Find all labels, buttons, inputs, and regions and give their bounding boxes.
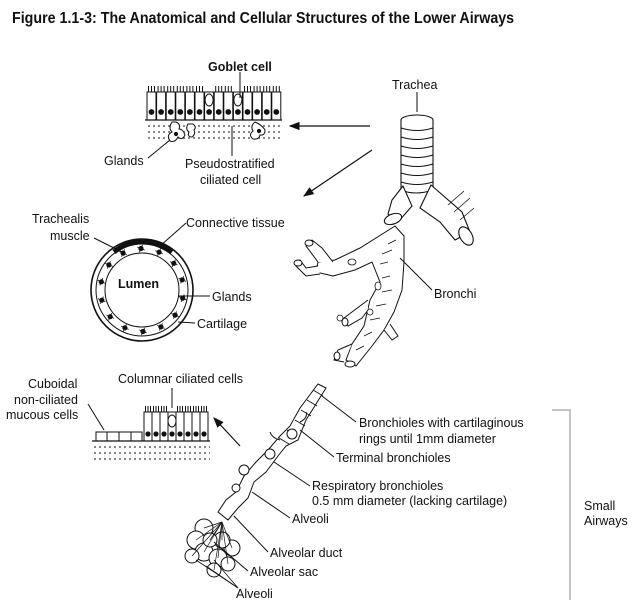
label-alveoli-bottom: Alveoli	[236, 587, 273, 601]
glands-pointer-top	[147, 139, 171, 159]
label-pseudostratified-2: ciliated cell	[200, 173, 261, 187]
label-goblet-cell: Goblet cell	[208, 60, 272, 74]
pseudostratified-epithelium-illustration	[145, 86, 282, 142]
trachea-illustration	[383, 114, 475, 246]
cuboidal-pointer	[87, 403, 105, 431]
bronchiole-tree-illustration	[184, 383, 327, 578]
bronchi-pointer	[399, 257, 433, 291]
label-respiratory-bronchioles-1: Respiratory bronchioles	[312, 479, 443, 493]
arrow-to-cross-section	[303, 149, 373, 197]
alveolar-sac-cluster	[184, 518, 241, 578]
label-connective-tissue: Connective tissue	[186, 216, 285, 230]
label-lumen: Lumen	[118, 277, 159, 291]
alveolar-sac-pointer	[213, 541, 249, 572]
alveoli-mid-pointer	[251, 491, 291, 519]
small-airway-epithelium-illustration	[92, 406, 210, 460]
figure-title: Figure 1.1-3: The Anatomical and Cellula…	[12, 10, 515, 27]
label-respiratory-bronchioles-2: 0.5 mm diameter (lacking cartilage)	[312, 494, 507, 508]
label-bronchi: Bronchi	[434, 287, 476, 301]
label-trachealis-1: Trachealis	[32, 212, 89, 226]
label-bronchioles-1: Bronchioles with cartilaginous	[359, 416, 524, 430]
label-small-airways-2: Airways	[584, 514, 628, 528]
label-bronchioles-2: rings until 1mm diameter	[359, 432, 496, 446]
terminal-pointer	[299, 429, 335, 458]
cartilage-pointer	[177, 321, 196, 324]
label-trachea: Trachea	[392, 78, 437, 92]
small-airways-bracket	[552, 409, 571, 600]
trachealis-pointer	[93, 237, 123, 253]
connective-pointer	[159, 222, 187, 247]
label-columnar-ciliated: Columnar ciliated cells	[118, 372, 243, 386]
alveoli-bottom-pointers	[195, 559, 239, 589]
label-glands-ring: Glands	[212, 290, 252, 304]
bronchi-illustration	[293, 225, 405, 368]
respiratory-pointer	[273, 461, 311, 487]
label-alveolar-sac: Alveolar sac	[250, 565, 318, 579]
airway-cross-section	[90, 238, 194, 342]
label-alveoli-mid: Alveoli	[292, 512, 329, 526]
label-cuboidal-2: non-ciliated	[14, 393, 78, 407]
label-cuboidal-1: Cuboidal	[28, 377, 77, 391]
label-alveolar-duct: Alveolar duct	[270, 546, 343, 560]
label-cuboidal-3: mucous cells	[6, 408, 78, 422]
label-terminal-bronchioles: Terminal bronchioles	[336, 451, 451, 465]
label-pseudostratified-1: Pseudostratified	[185, 157, 275, 171]
arrow-to-small-airway-epithelium	[213, 417, 241, 447]
label-trachealis-2: muscle	[50, 229, 90, 243]
label-cartilage: Cartilage	[197, 317, 247, 331]
label-small-airways-1: Small	[584, 499, 615, 513]
alveolar-duct-pointer	[233, 515, 269, 553]
label-glands-top: Glands	[104, 154, 144, 168]
bronchioles-pointer	[321, 395, 357, 423]
